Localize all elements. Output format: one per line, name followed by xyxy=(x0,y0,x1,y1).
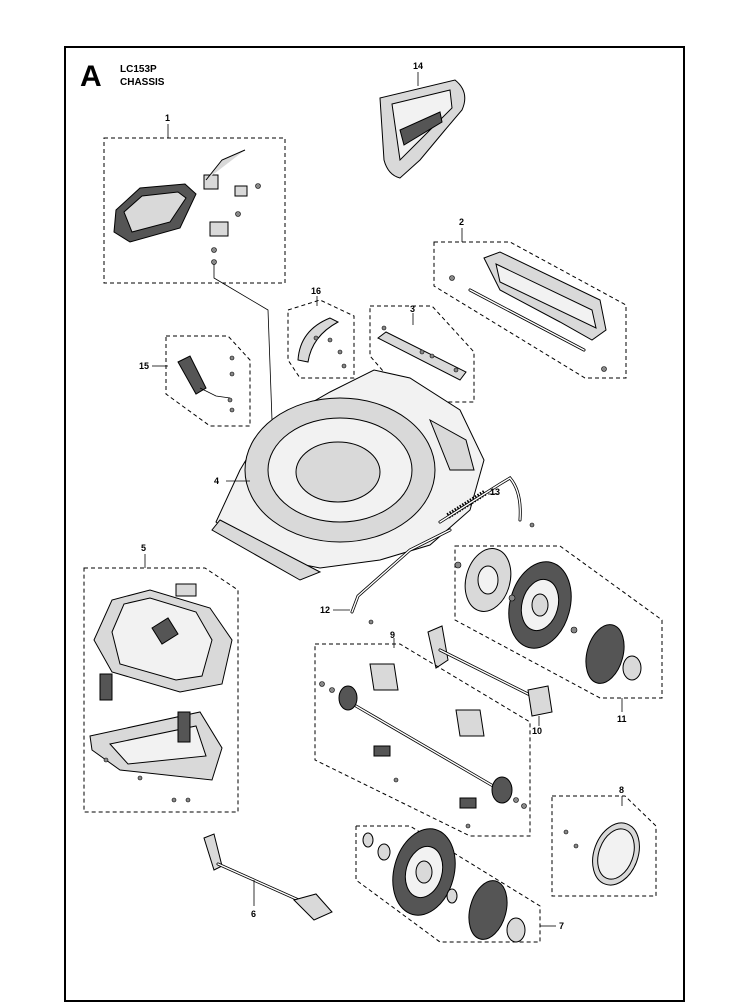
part-16-height-plate xyxy=(297,317,347,369)
model-name: LC153P xyxy=(120,64,157,75)
callout-3: 3 xyxy=(410,304,415,314)
part-group-15-box xyxy=(165,335,251,427)
part-11-rear-wheel xyxy=(454,548,642,684)
part-7-front-wheel xyxy=(362,828,526,943)
part-group-16-box xyxy=(287,299,355,379)
part-13-spring xyxy=(438,476,535,528)
callout-12: 12 xyxy=(320,605,330,615)
callout-13: 13 xyxy=(490,487,500,497)
part-group-2-box xyxy=(433,241,627,379)
part-group-5-box xyxy=(83,567,239,813)
part-8-hub-ring xyxy=(563,822,640,886)
part-group-9-box xyxy=(314,643,531,837)
callout-16: 16 xyxy=(311,286,321,296)
part-group-11-box xyxy=(454,545,663,699)
callout-4: 4 xyxy=(214,476,219,486)
callout-7: 7 xyxy=(559,921,564,931)
callout-15: 15 xyxy=(139,361,149,371)
part-12-rod xyxy=(350,528,452,625)
callout-6: 6 xyxy=(251,909,256,919)
part-1-control-handle xyxy=(113,149,261,265)
callout-5: 5 xyxy=(141,543,146,553)
part-15-height-lever xyxy=(177,355,235,413)
part-10-rear-axle xyxy=(427,625,553,717)
part-14-deflector xyxy=(379,79,466,179)
part-5-motor-cover xyxy=(89,583,233,803)
callout-11: 11 xyxy=(617,714,627,724)
part-9-front-axle xyxy=(319,663,527,829)
callout-1: 1 xyxy=(165,113,170,123)
callout-2: 2 xyxy=(459,217,464,227)
callout-10: 10 xyxy=(532,726,542,736)
part-2-rear-flap xyxy=(449,251,607,372)
callout-9: 9 xyxy=(390,630,395,640)
part-group-1-box xyxy=(103,137,286,284)
diagram-frame xyxy=(64,46,685,1002)
callout-14: 14 xyxy=(413,61,423,71)
part-6-front-axle-rod xyxy=(203,833,333,921)
section-name: CHASSIS xyxy=(120,77,165,88)
callout-8: 8 xyxy=(619,785,624,795)
part-4-chassis-deck xyxy=(211,369,485,581)
part-3-axle-bracket xyxy=(377,325,467,381)
section-letter: A xyxy=(80,60,102,93)
